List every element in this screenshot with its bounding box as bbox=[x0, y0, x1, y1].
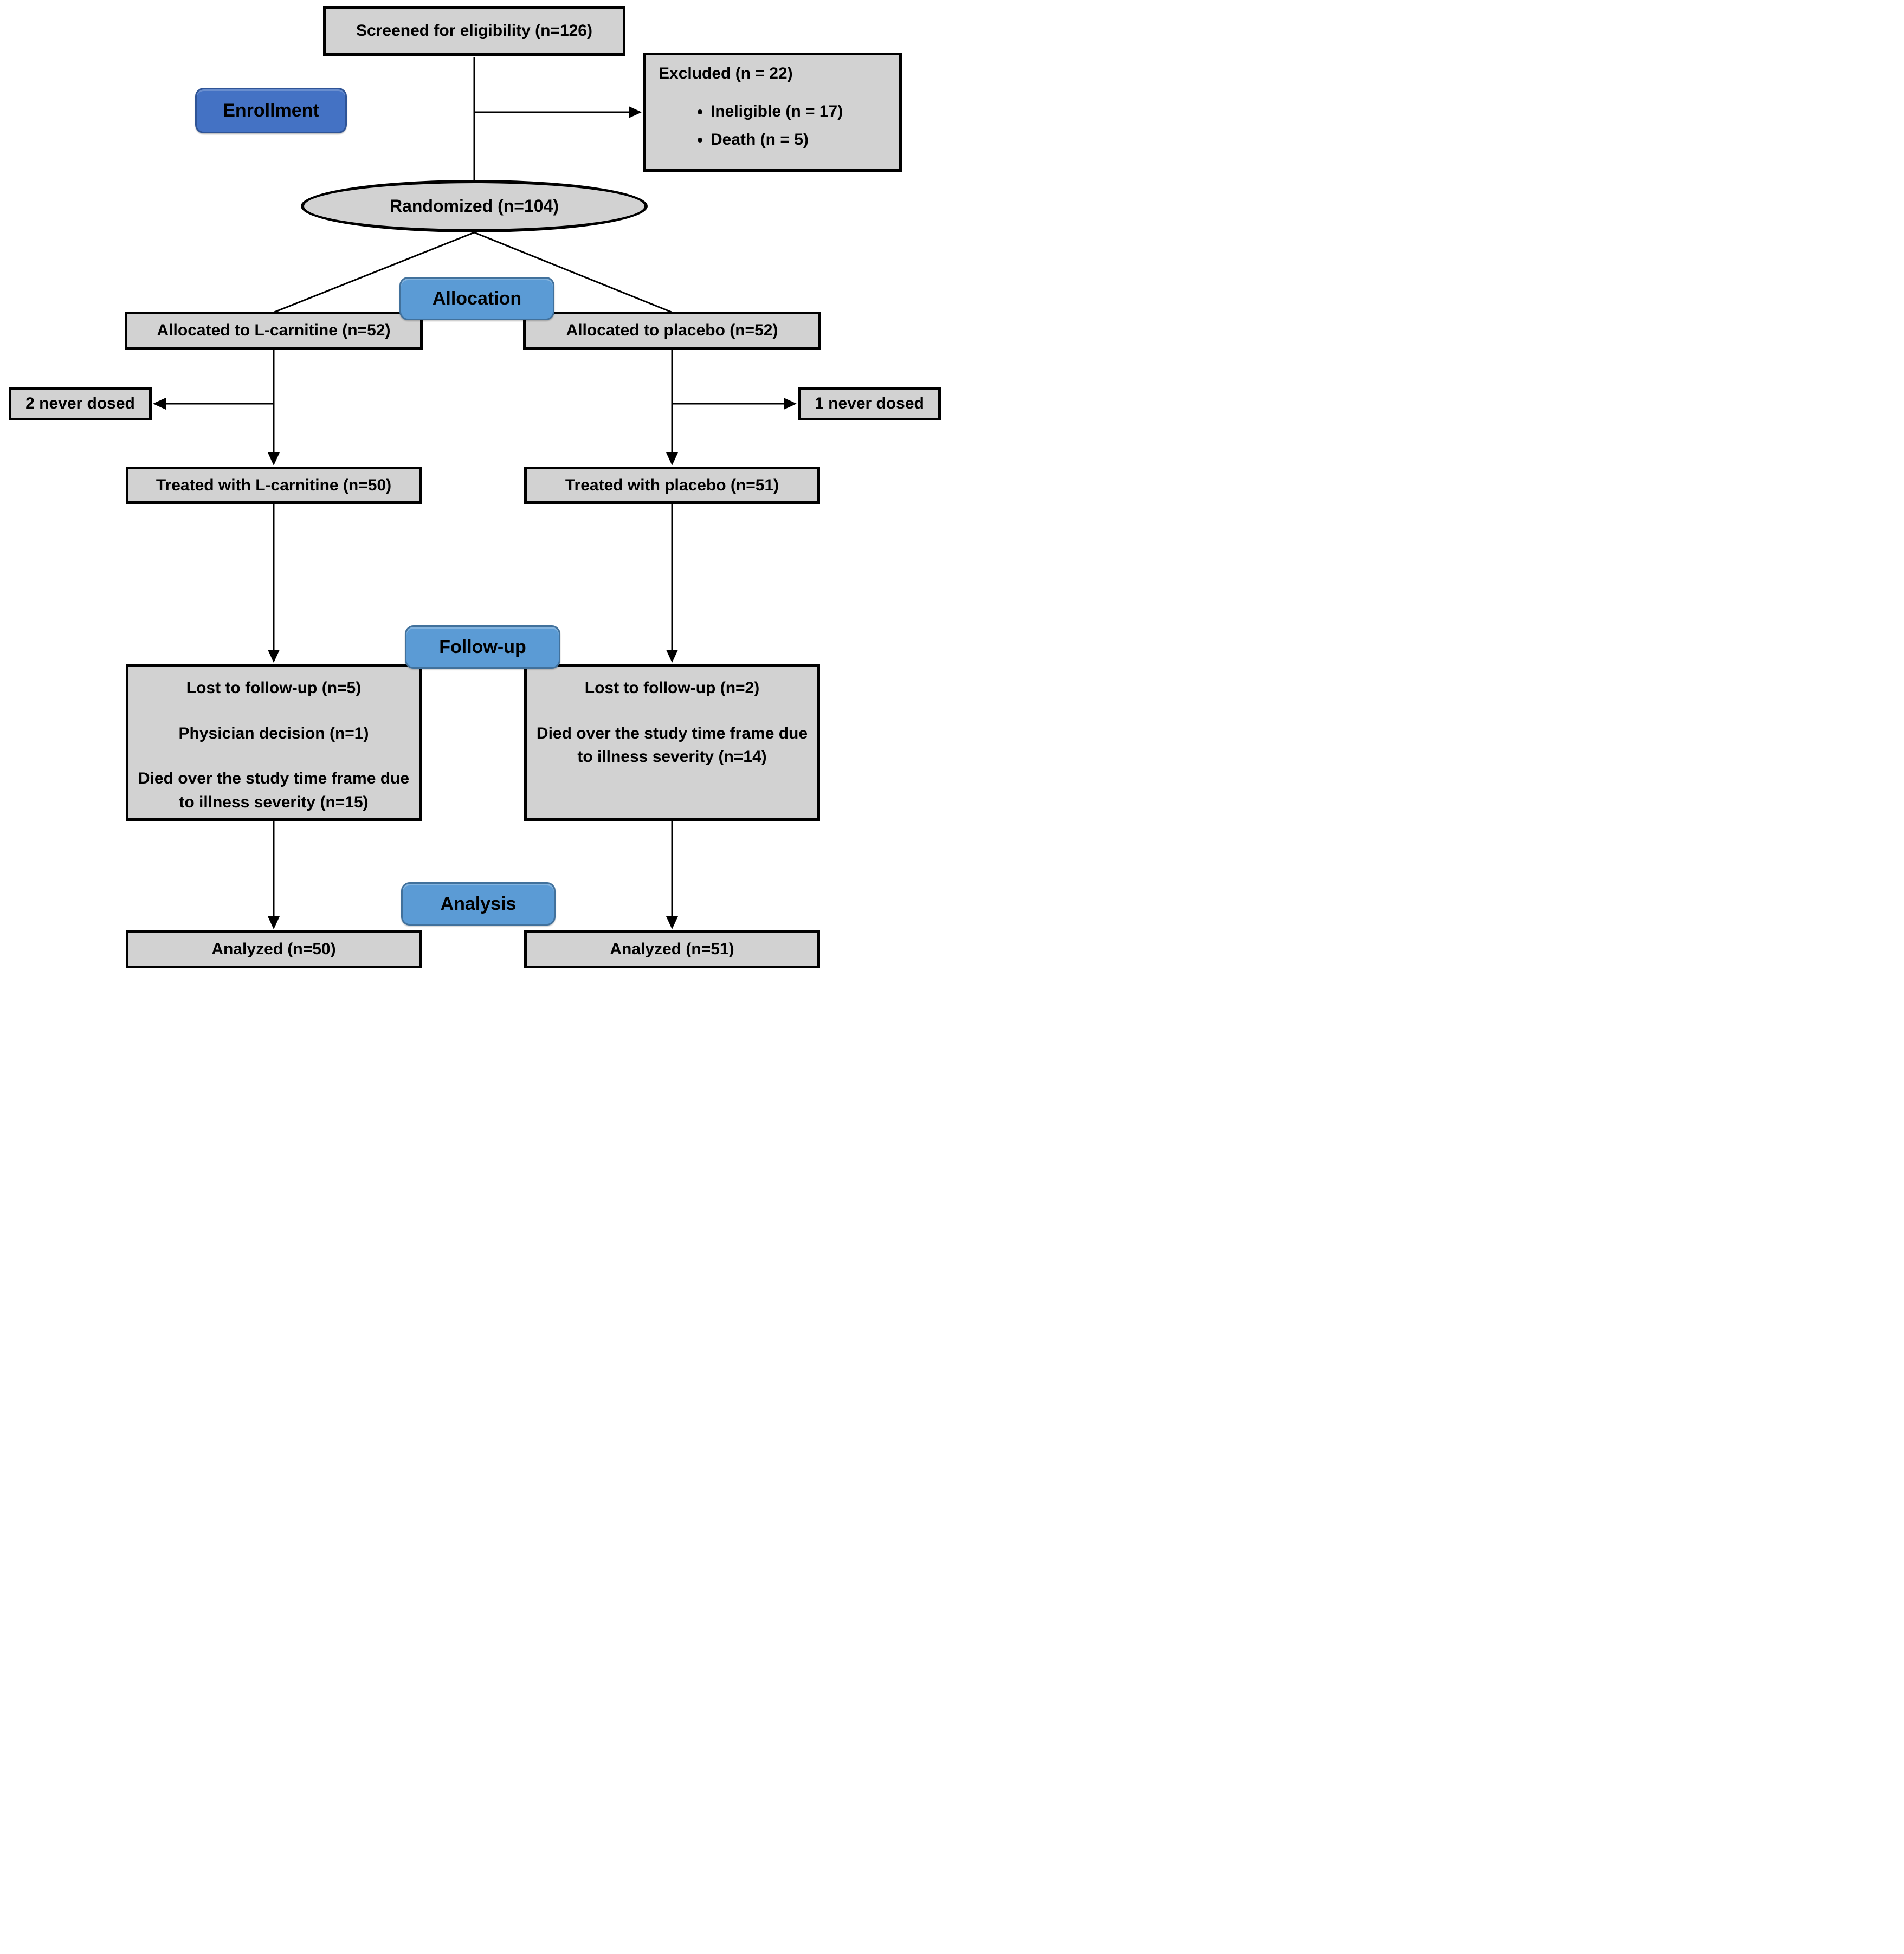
followup-carnitine-died: Died over the study time frame due to il… bbox=[138, 769, 410, 811]
analyzed-carnitine-text: Analyzed (n=50) bbox=[211, 940, 336, 958]
treated-placebo-box: Treated with placebo (n=51) bbox=[524, 467, 820, 504]
analysis-stage-badge: Analysis bbox=[401, 882, 556, 926]
arrow-right-excluded bbox=[629, 106, 642, 118]
analyzed-carnitine-box: Analyzed (n=50) bbox=[126, 930, 422, 968]
followup-placebo-box: Lost to follow-up (n=2) Died over the st… bbox=[524, 664, 820, 821]
allocated-placebo-box: Allocated to placebo (n=52) bbox=[523, 312, 821, 350]
never-dosed-placebo-text: 1 never dosed bbox=[815, 394, 924, 412]
arrow-down-analyzed-left bbox=[268, 916, 280, 929]
randomized-text: Randomized (n=104) bbox=[389, 196, 559, 216]
enrollment-stage-badge: Enrollment bbox=[195, 88, 347, 133]
never-dosed-carnitine-text: 2 never dosed bbox=[25, 394, 135, 412]
excluded-title: Excluded (n = 22) bbox=[659, 64, 793, 82]
arrow-down-followup-right bbox=[666, 650, 678, 663]
excluded-item-ineligible: Ineligible (n = 17) bbox=[711, 102, 894, 121]
followup-stage-badge: Follow-up bbox=[405, 625, 560, 669]
allocated-carnitine-text: Allocated to L-carnitine (n=52) bbox=[157, 321, 391, 339]
followup-placebo-lost: Lost to follow-up (n=2) bbox=[584, 679, 760, 697]
followup-carnitine-physician: Physician decision (n=1) bbox=[178, 724, 369, 742]
treated-carnitine-text: Treated with L-carnitine (n=50) bbox=[156, 476, 392, 494]
never-dosed-carnitine-box: 2 never dosed bbox=[9, 387, 152, 420]
arrow-down-treated-right bbox=[666, 452, 678, 465]
connector-lines bbox=[153, 57, 797, 929]
arrow-down-analyzed-right bbox=[666, 916, 678, 929]
enrollment-stage-label: Enrollment bbox=[223, 100, 319, 121]
treated-carnitine-box: Treated with L-carnitine (n=50) bbox=[126, 467, 422, 504]
allocation-stage-label: Allocation bbox=[432, 288, 522, 309]
arrow-down-followup-left bbox=[268, 650, 280, 663]
excluded-list: Ineligible (n = 17) Death (n = 5) bbox=[659, 102, 894, 150]
analyzed-placebo-box: Analyzed (n=51) bbox=[524, 930, 820, 968]
allocated-carnitine-box: Allocated to L-carnitine (n=52) bbox=[125, 312, 423, 350]
followup-carnitine-lost: Lost to follow-up (n=5) bbox=[186, 679, 362, 697]
arrow-left-never-dosed bbox=[153, 398, 166, 410]
arrow-down-treated-left bbox=[268, 452, 280, 465]
allocated-placebo-text: Allocated to placebo (n=52) bbox=[566, 321, 778, 339]
excluded-item-death: Death (n = 5) bbox=[711, 130, 894, 150]
analyzed-placebo-text: Analyzed (n=51) bbox=[610, 940, 734, 958]
never-dosed-placebo-box: 1 never dosed bbox=[798, 387, 941, 420]
consort-flow-diagram: Screened for eligibility (n=126) Exclude… bbox=[0, 0, 952, 977]
analysis-stage-label: Analysis bbox=[440, 893, 517, 914]
followup-stage-label: Follow-up bbox=[439, 636, 526, 657]
excluded-box: Excluded (n = 22) Ineligible (n = 17) De… bbox=[643, 53, 902, 172]
arrow-right-never-dosed bbox=[784, 398, 797, 410]
randomized-ellipse: Randomized (n=104) bbox=[301, 180, 648, 232]
allocation-stage-badge: Allocation bbox=[399, 277, 554, 320]
followup-carnitine-box: Lost to follow-up (n=5) Physician decisi… bbox=[126, 664, 422, 821]
screened-box: Screened for eligibility (n=126) bbox=[323, 6, 625, 56]
arrowheads bbox=[153, 106, 797, 929]
treated-placebo-text: Treated with placebo (n=51) bbox=[565, 476, 779, 494]
screened-text: Screened for eligibility (n=126) bbox=[356, 22, 592, 40]
followup-placebo-died: Died over the study time frame due to il… bbox=[536, 724, 808, 766]
